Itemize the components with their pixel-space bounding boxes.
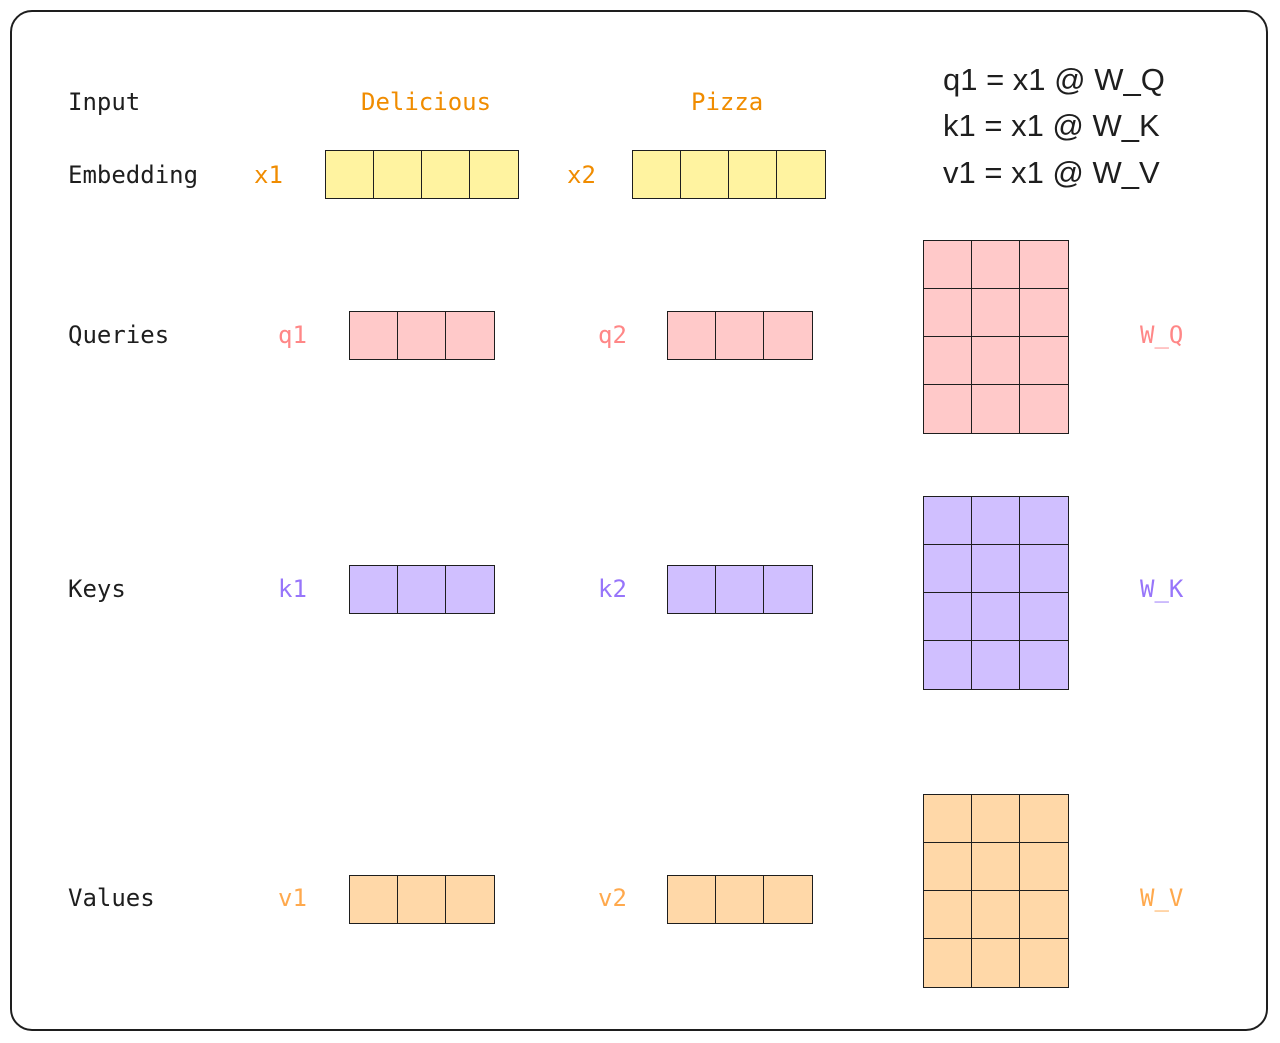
vector-label-v1: v1 bbox=[278, 884, 307, 912]
token-delicious: Delicious bbox=[361, 88, 492, 116]
query-vector-q1 bbox=[349, 311, 495, 360]
formula-k1: k1 = x1 @ W_K bbox=[943, 108, 1160, 143]
vector-label-q2: q2 bbox=[598, 321, 627, 349]
formula-q1: q1 = x1 @ W_Q bbox=[943, 62, 1165, 97]
value-vector-v1 bbox=[349, 875, 495, 924]
weight-matrix-wk bbox=[923, 496, 1069, 690]
token-pizza: Pizza bbox=[691, 88, 764, 116]
vector-label-v2: v2 bbox=[598, 884, 627, 912]
query-vector-q2 bbox=[667, 311, 813, 360]
embedding-vector-x2 bbox=[632, 150, 826, 199]
formula-v1: v1 = x1 @ W_V bbox=[943, 155, 1160, 190]
weight-matrix-wq bbox=[923, 240, 1069, 434]
embedding-vector-x1 bbox=[325, 150, 519, 199]
vector-label-x1: x1 bbox=[254, 161, 283, 189]
row-label-values: Values bbox=[68, 884, 155, 912]
vector-label-q1: q1 bbox=[278, 321, 307, 349]
matrix-label-wq: W_Q bbox=[1140, 321, 1184, 349]
row-label-embedding: Embedding bbox=[68, 161, 199, 189]
vector-label-x2: x2 bbox=[567, 161, 596, 189]
row-label-input: Input bbox=[68, 88, 141, 116]
diagram-frame bbox=[10, 10, 1268, 1031]
matrix-label-wv: W_V bbox=[1140, 884, 1184, 912]
key-vector-k1 bbox=[349, 565, 495, 614]
row-label-keys: Keys bbox=[68, 575, 126, 603]
vector-label-k2: k2 bbox=[598, 575, 627, 603]
matrix-label-wk: W_K bbox=[1140, 575, 1184, 603]
key-vector-k2 bbox=[667, 565, 813, 614]
vector-label-k1: k1 bbox=[278, 575, 307, 603]
value-vector-v2 bbox=[667, 875, 813, 924]
row-label-queries: Queries bbox=[68, 321, 170, 349]
weight-matrix-wv bbox=[923, 794, 1069, 988]
